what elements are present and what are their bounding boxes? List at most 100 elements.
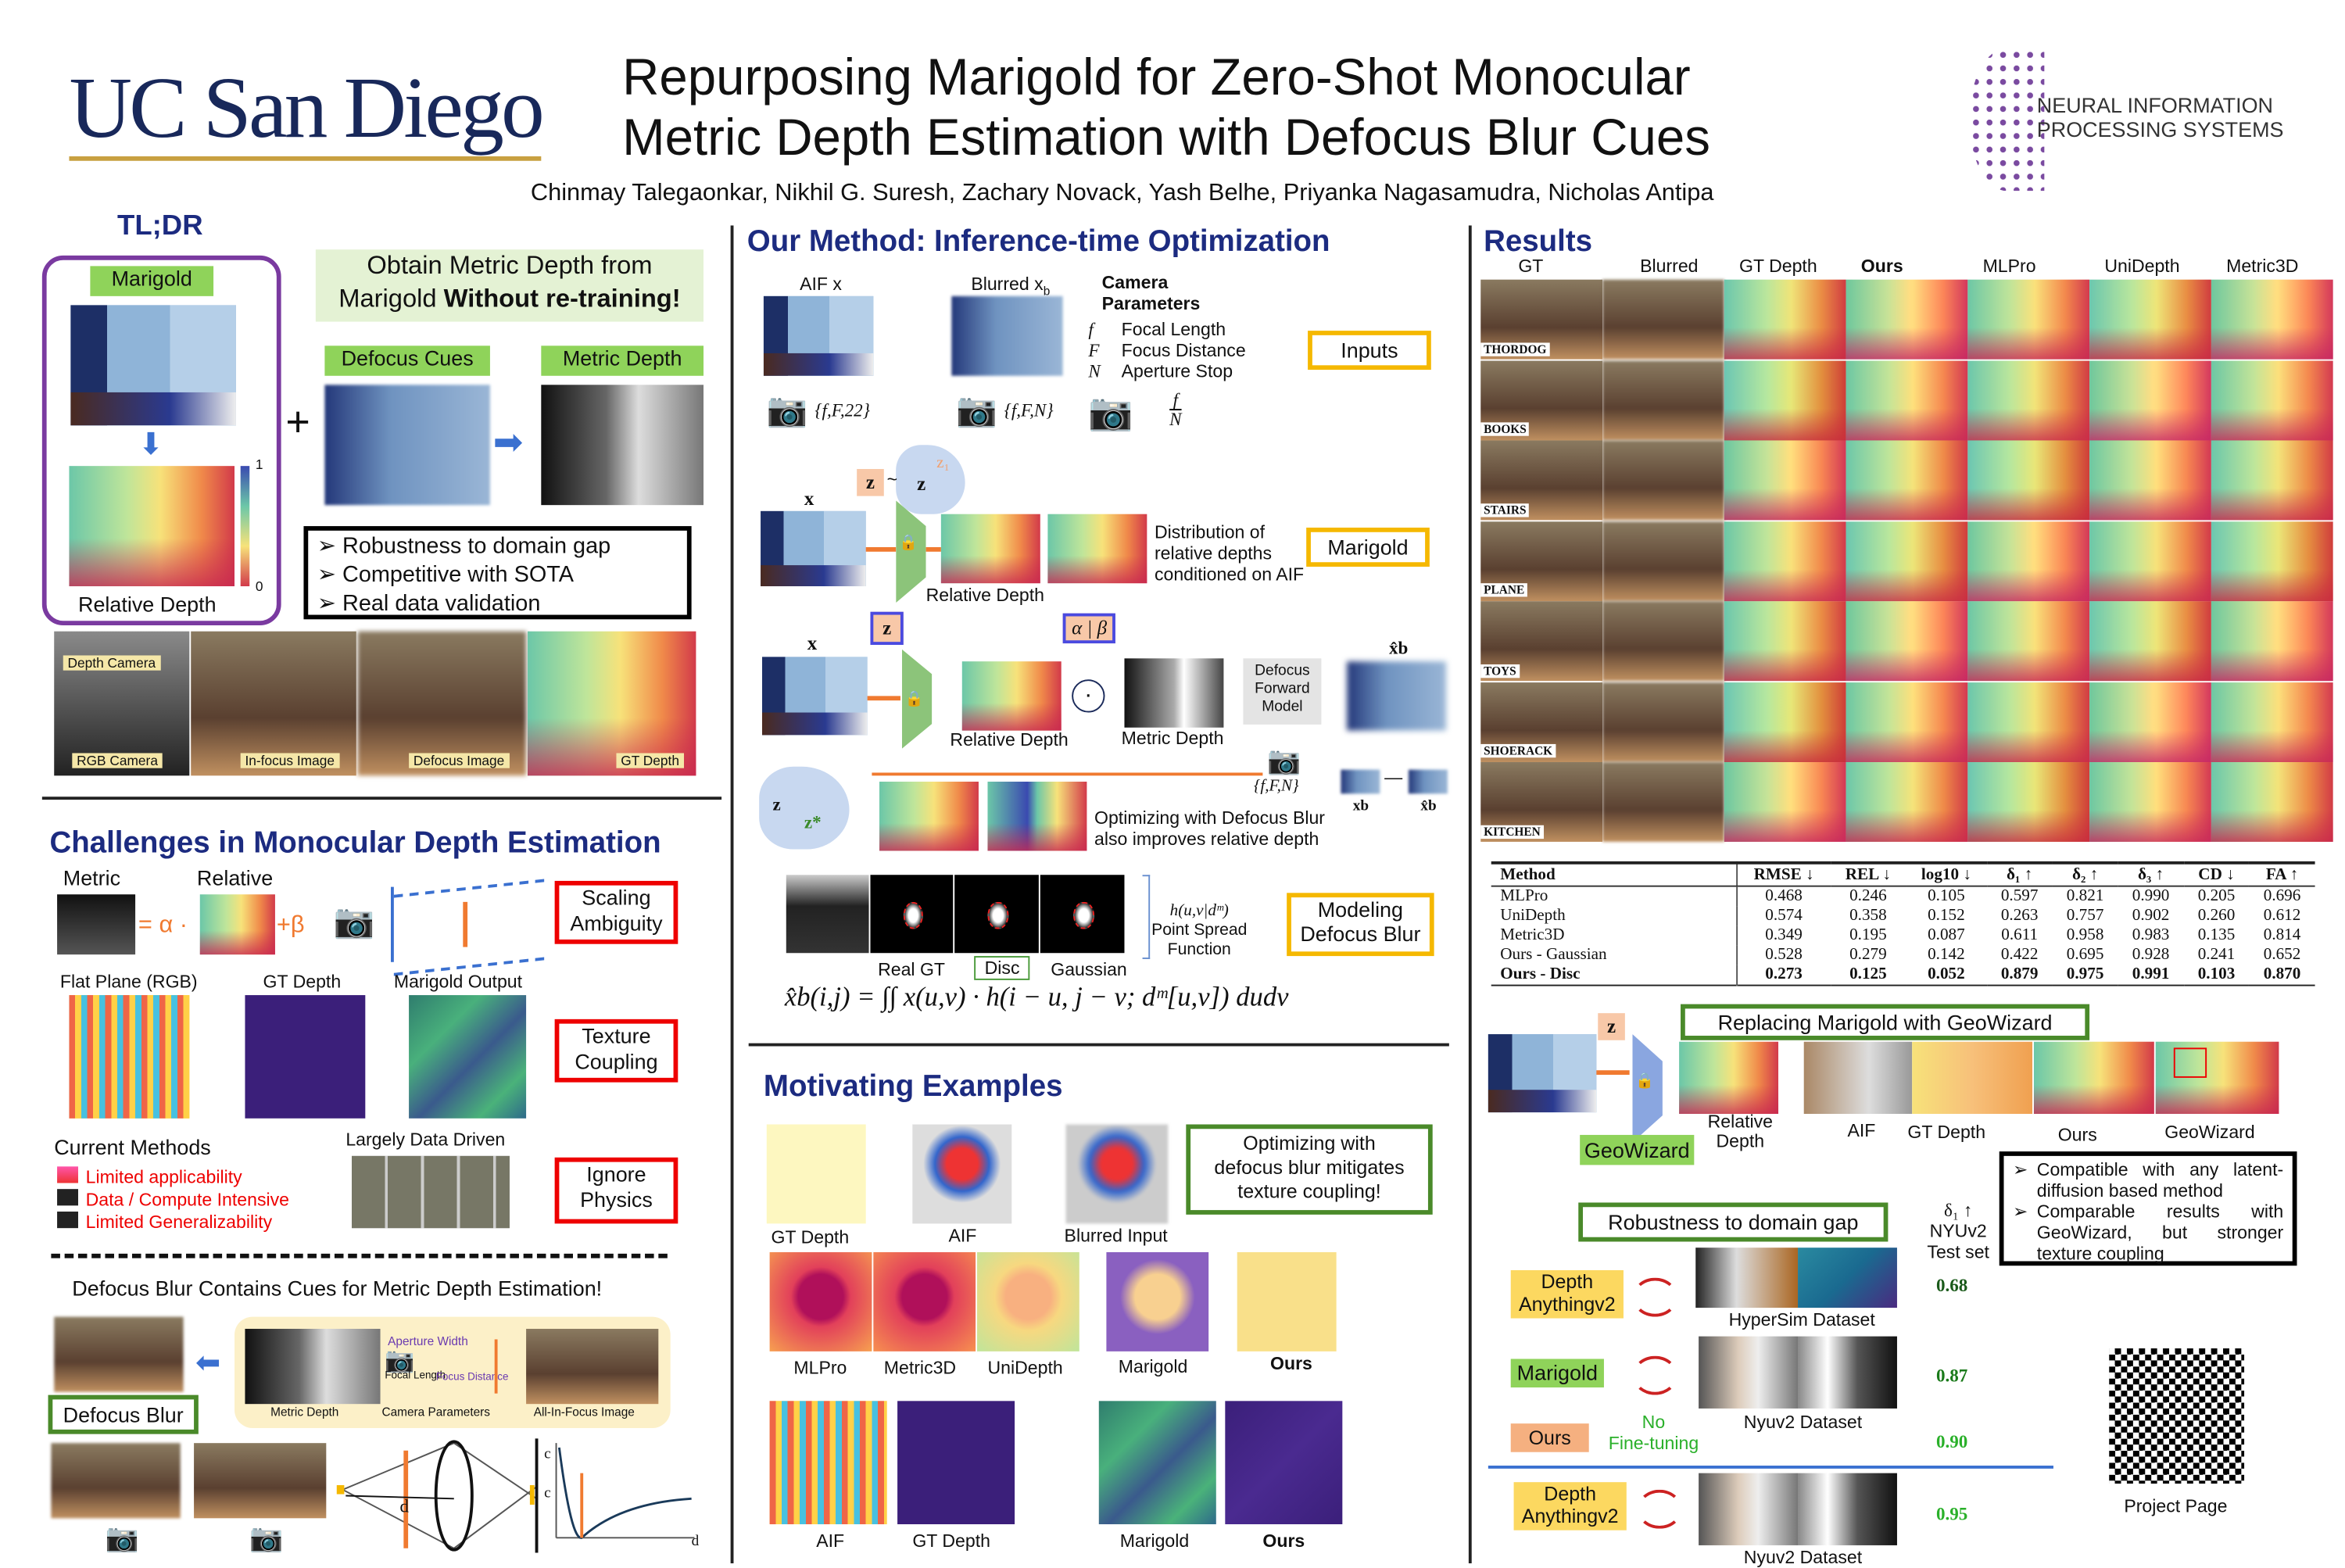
psf-real-gt-label: Real GT (878, 958, 946, 980)
results-photo (1602, 440, 1724, 521)
psf-real-gt (870, 875, 954, 954)
method-heading: Our Method: Inference-time Optimization (746, 225, 1330, 259)
table-cell: 0.695 (2066, 945, 2104, 964)
arrow (865, 547, 897, 552)
results-depth-map (2211, 440, 2332, 521)
table-cell: 0.870 (2263, 965, 2301, 983)
results-column-header: GT (1518, 255, 1544, 277)
relative-depth-image (961, 661, 1062, 731)
camera-icon: 📷 (956, 391, 997, 429)
table-cell: 0.990 (2132, 886, 2170, 905)
defocus-cues-label: Defocus Cues (324, 345, 490, 376)
table-cell: 0.105 (1928, 886, 1965, 905)
results-column-header: GT Depth (1739, 255, 1817, 277)
current-methods-list: Limited applicability Data / Compute Int… (57, 1166, 289, 1234)
geowizard-ours (2033, 1041, 2154, 1115)
table-header: Method (1491, 862, 1738, 887)
results-depth-map (1967, 682, 2089, 762)
results-depth-map (1967, 601, 2089, 682)
geowizard-relative-depth (1679, 1041, 1779, 1115)
unidepth-output (977, 1251, 1079, 1351)
geowizard-title: Replacing Marigold with GeoWizard (1681, 1004, 2090, 1040)
results-depth-map (1846, 360, 1967, 440)
table-cell: 0.263 (2000, 906, 2039, 925)
results-column-header: Ours (1860, 255, 1903, 277)
table-cell: 0.125 (1849, 965, 1887, 983)
tldr-heading: TL;DR (117, 210, 203, 242)
largely-data-label: Largely Data Driven (345, 1129, 506, 1151)
depth-thumb-icon (57, 1212, 79, 1229)
rgb-input-image (70, 305, 236, 426)
title-line-1: Repurposing Marigold for Zero-Shot Monoc… (622, 49, 1691, 107)
column-divider (730, 225, 734, 1564)
colorbar-min: 0 (255, 578, 263, 594)
results-row-label: TOYS (1480, 664, 1520, 678)
results-depth-map (2211, 360, 2332, 440)
model-depth-anything: Depth Anythingv2 (1513, 1482, 1627, 1530)
results-photo (1602, 360, 1724, 440)
toy-aif-image (912, 1124, 1012, 1224)
latent-z-sample: z (917, 471, 926, 495)
results-depth-map (1967, 279, 2089, 360)
results-photo (1602, 601, 1724, 682)
project-page-label[interactable]: Project Page (2124, 1495, 2228, 1517)
in-focus-label: In-focus Image (240, 753, 339, 768)
z-start: z (772, 793, 781, 815)
ours-label: Ours (1262, 1530, 1305, 1552)
gt-depth-label: GT Depth (771, 1226, 850, 1248)
table-header: δ₂ ↑ (2052, 862, 2118, 887)
table-header: FA ↑ (2249, 862, 2315, 887)
table-cell: 0.103 (2197, 965, 2236, 983)
results-depth-map (1846, 762, 1967, 842)
highlight-box (2173, 1047, 2207, 1078)
optimized-z[interactable]: z (870, 611, 904, 646)
metric3d-output (873, 1251, 976, 1351)
results-depth-map (1967, 521, 2089, 601)
relative-image (199, 894, 275, 955)
table-cell: 0.246 (1849, 886, 1887, 905)
predicted-blur-image (1347, 661, 1447, 731)
results-row-label: BOOKS (1480, 422, 1530, 436)
results-depth-map (1846, 440, 1967, 521)
checker-aif (769, 1401, 887, 1525)
nyuv2-depth (1798, 1336, 1897, 1409)
dashed-divider (51, 1253, 668, 1258)
scale-shift-params[interactable]: α | β (1062, 613, 1116, 644)
table-cell: 0.273 (1765, 965, 1803, 983)
results-depth-map (1724, 360, 1846, 440)
thin-lens-diagram (336, 1438, 695, 1553)
flat-plane-label: Flat Plane (RGB) (59, 971, 198, 993)
aif-label: AIF (948, 1225, 977, 1247)
blurred-label: Blurred Input (1064, 1225, 1168, 1247)
in-focus-photo (191, 631, 356, 776)
relative-depth-sample-2 (1047, 514, 1147, 584)
focal-label: Focal Length (385, 1370, 446, 1382)
delta1-value: 0.95 (1935, 1503, 1968, 1525)
qr-code[interactable] (2103, 1342, 2250, 1490)
metric-label: Metric (63, 865, 121, 890)
results-depth-map (1724, 762, 1846, 842)
table-header: δ₃ ↑ (2118, 862, 2184, 887)
geowizard-label: GeoWizard (1580, 1134, 1695, 1165)
results-depth-map (1846, 601, 1967, 682)
results-depth-map (1724, 440, 1846, 521)
delta1-value: 0.90 (1935, 1430, 1968, 1452)
results-depth-map (2211, 682, 2332, 762)
arrow (1596, 1070, 1630, 1076)
table-cell: 0.958 (2066, 925, 2104, 944)
marigold-output (1106, 1251, 1209, 1351)
table-cell: 0.279 (1849, 945, 1887, 964)
geowizard-gt (1912, 1041, 2033, 1115)
table-cell: 0.814 (2263, 925, 2301, 944)
xb-label: xb (1352, 798, 1369, 815)
relative-depth-label: Relative Depth (925, 585, 1045, 607)
results-heading: Results (1484, 225, 1593, 259)
aif-image (526, 1329, 659, 1405)
